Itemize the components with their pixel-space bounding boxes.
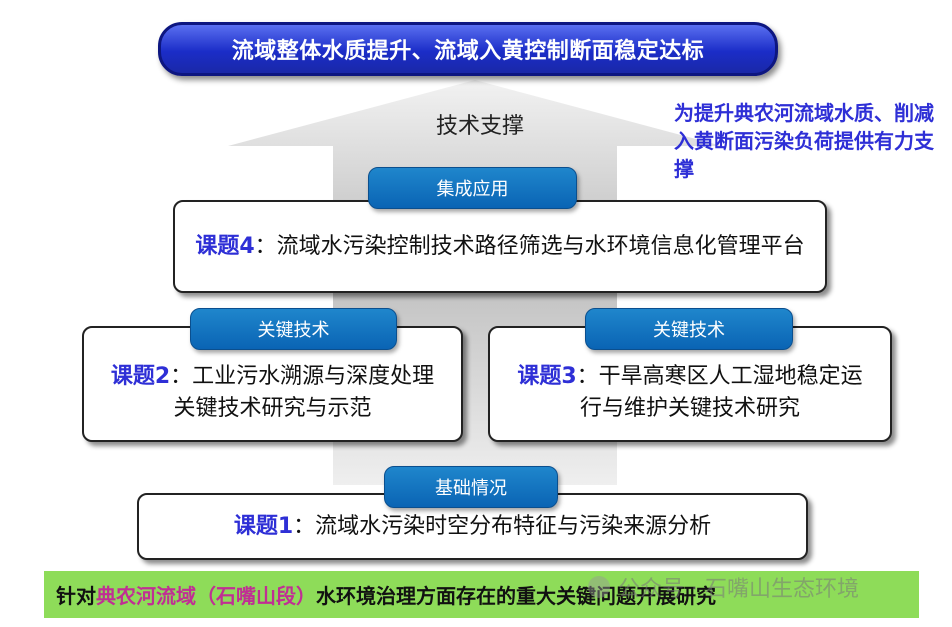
topic-1-tag: 课题1 xyxy=(233,513,294,539)
topic-3-box: 课题3：干旱高寒区人工湿地稳定运行与维护关键技术研究 xyxy=(488,326,892,442)
bottom-highlight: 典农河流域（石嘴山段） xyxy=(96,584,316,608)
topic-4-text: 流域水污染控制技术路径筛选与水环境信息化管理平台 xyxy=(276,233,805,259)
side-note: 为提升典农河流域水质、削减入黄断面污染负荷提供有力支撑 xyxy=(674,101,934,181)
topic-2-text: 工业污水溯源与深度处理关键技术研究与示范 xyxy=(173,364,435,421)
topic-2-box: 课题2：工业污水溯源与深度处理关键技术研究与示范 xyxy=(82,326,463,442)
basic-situation-label: 基础情况 xyxy=(384,466,558,508)
topic-1-sep: ： xyxy=(293,513,316,539)
key-technology-label-right: 关键技术 xyxy=(585,308,793,350)
integrated-application-label: 集成应用 xyxy=(368,167,577,209)
goal-banner: 流域整体水质提升、流域入黄控制断面稳定达标 xyxy=(158,22,778,76)
wechat-icon xyxy=(588,576,610,598)
topic-3-sep: ： xyxy=(576,364,599,389)
topic-2-tag: 课题2 xyxy=(110,364,171,389)
topic-2-sep: ： xyxy=(170,364,193,389)
bottom-prefix: 针对 xyxy=(56,584,96,608)
topic-1-text: 流域水污染时空分布特征与污染来源分析 xyxy=(315,513,712,539)
watermark-text: 公众号 · 石嘴山生态环境 xyxy=(618,577,859,602)
watermark: 公众号 · 石嘴山生态环境 xyxy=(588,572,928,602)
topic-4-tag: 课题4 xyxy=(195,233,255,259)
key-technology-label-left: 关键技术 xyxy=(190,308,397,350)
research-basis-bar: 针对典农河流域（石嘴山段）水环境治理方面存在的重大关键问题开展研究 xyxy=(44,571,919,618)
arrow-label: 技术支撑 xyxy=(435,114,524,139)
bottom-suffix: 水环境治理方面存在的重大关键问题开展研究 xyxy=(316,584,716,608)
topic-4-sep: ： xyxy=(254,233,277,259)
topic-3-text: 干旱高寒区人工湿地稳定运行与维护关键技术研究 xyxy=(579,364,863,421)
topic-4-box: 课题4：流域水污染控制技术路径筛选与水环境信息化管理平台 xyxy=(173,200,827,293)
topic-3-tag: 课题3 xyxy=(517,364,577,389)
